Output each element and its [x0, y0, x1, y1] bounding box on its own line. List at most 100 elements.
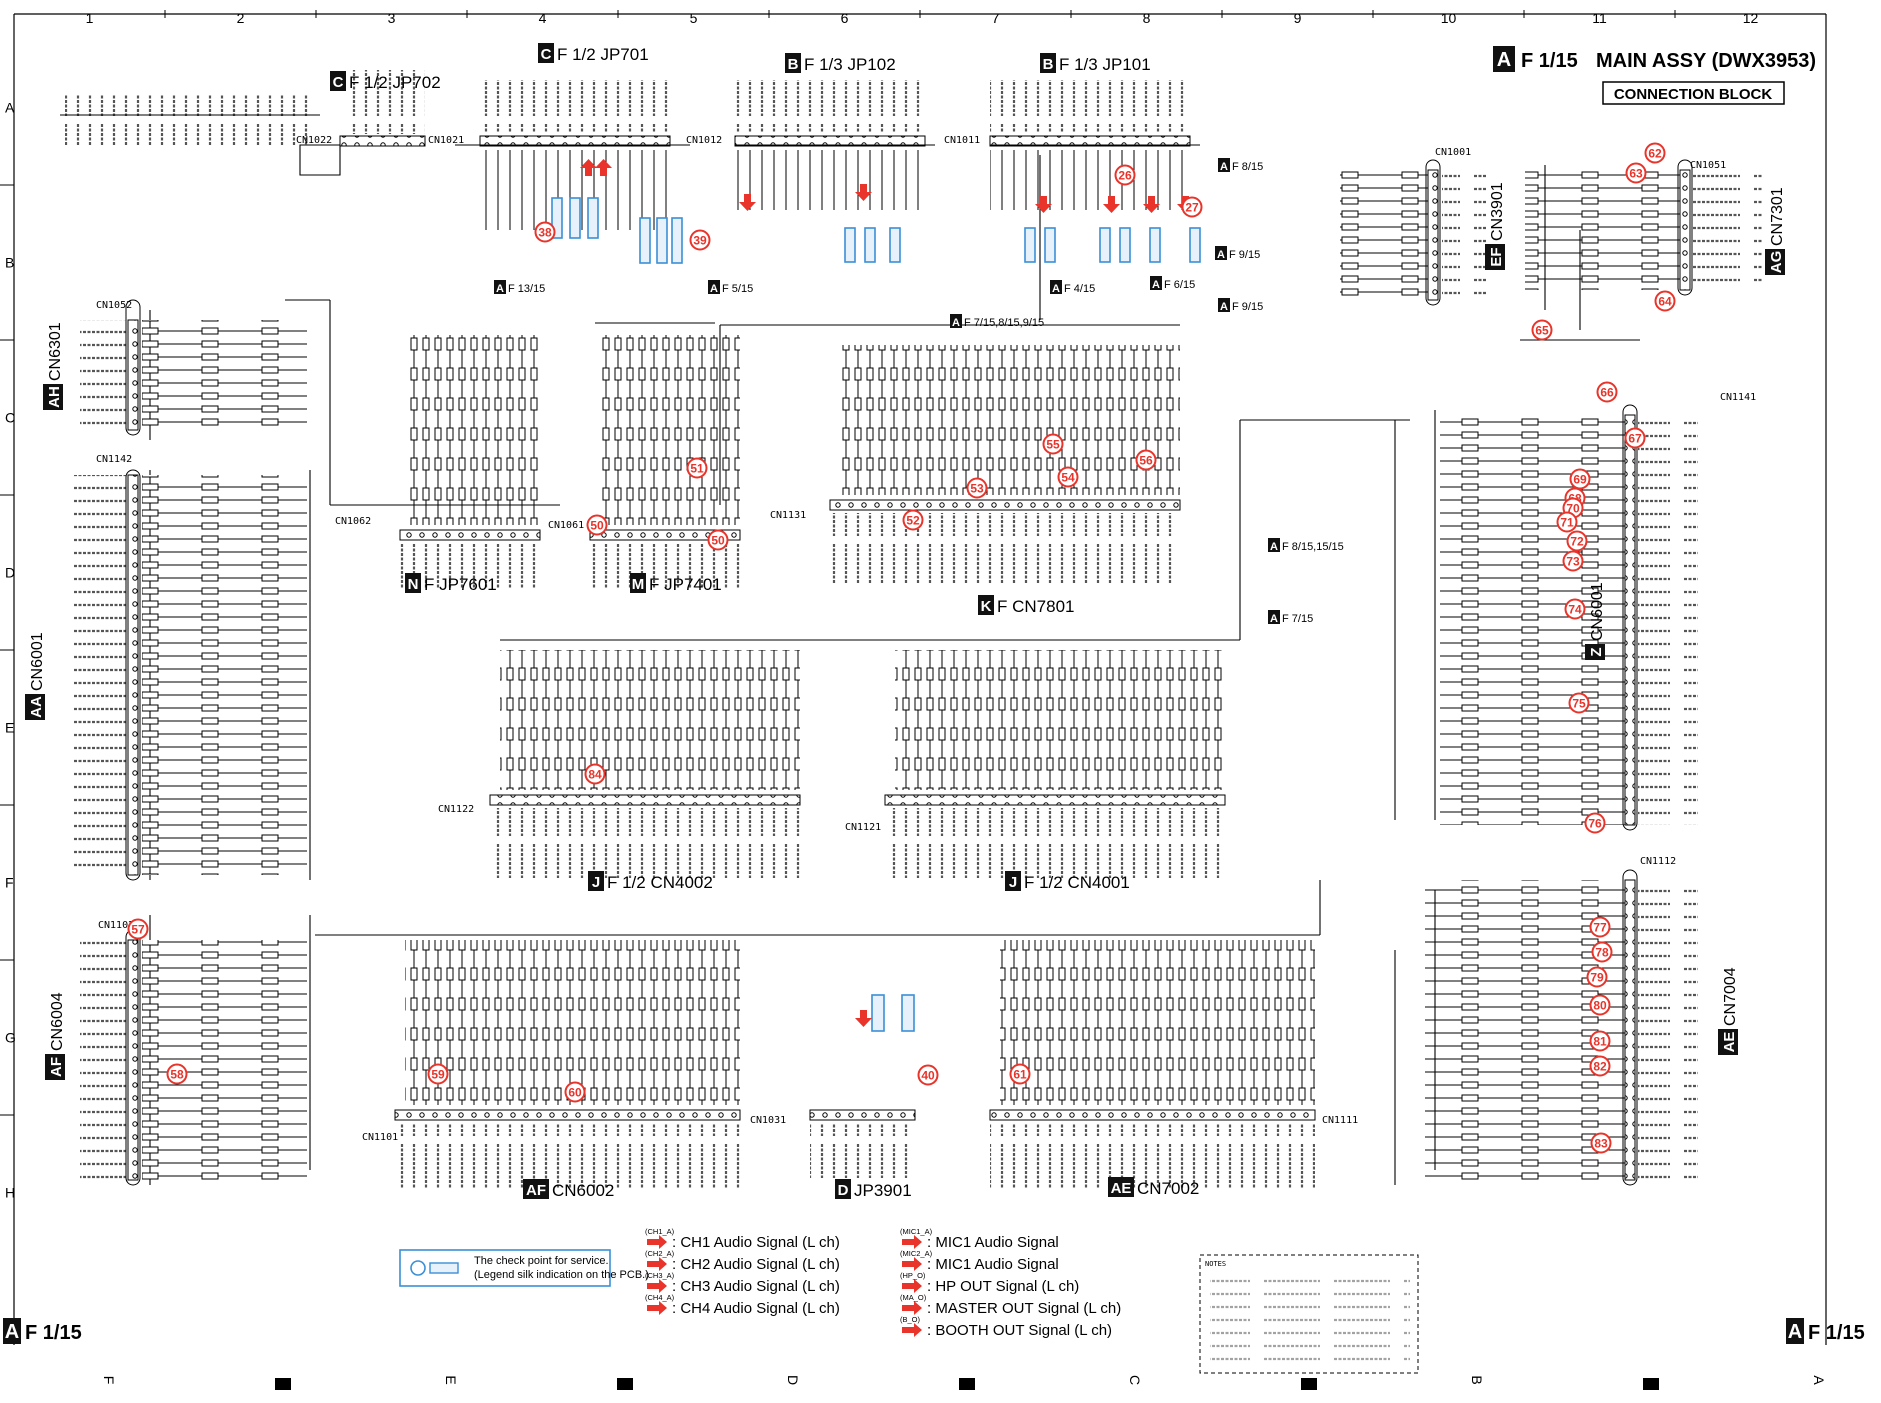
check-point-circle [1654, 290, 1676, 312]
cn-reference: CN1111 [1322, 1115, 1358, 1126]
check-point-circle [1114, 164, 1136, 186]
title-main: MAIN ASSY (DWX3953) [1596, 50, 1816, 72]
legend-signal-text: : MIC1 Audio Signal [927, 1234, 1059, 1251]
bottom-letter: C [1127, 1375, 1143, 1385]
page-ref-text: F 7/15 [1282, 613, 1313, 625]
connector-badge-text: D [838, 1182, 849, 1199]
grid-col-label: 11 [1592, 10, 1607, 26]
side-text: CN6004 [49, 992, 66, 1051]
footer-left-badge: A [5, 1321, 19, 1343]
bottom-letter: A [1811, 1375, 1827, 1385]
connector-label: F 1/3 JP102 [804, 55, 896, 74]
side-labels: AHCN6301AACN6001AFCN6004EFCN3901AGCN7301… [25, 182, 1786, 1080]
connector-badge [785, 53, 801, 73]
check-point-circle [584, 763, 606, 785]
cn-reference: CN1021 [428, 135, 464, 146]
check-point-circle [1562, 550, 1584, 572]
notes-title: NOTES [1205, 1260, 1226, 1268]
check-point-circle [902, 509, 924, 531]
check-point-circle [686, 457, 708, 479]
grid-row-label: H [5, 1185, 15, 1201]
connector-badge [405, 573, 421, 593]
page-ref-badge: A [1217, 249, 1225, 261]
check-point-number: 39 [693, 234, 707, 248]
title-block: A F 1/15 MAIN ASSY (DWX3953) CONNECTION … [1493, 46, 1816, 105]
side-text: CN6001 [1589, 582, 1606, 641]
side-text: CN3901 [1489, 182, 1506, 241]
legend-signal-text: : CH1 Audio Signal (L ch) [672, 1234, 840, 1251]
check-point-circle [1135, 449, 1157, 471]
side-badge: AG [1768, 251, 1785, 274]
page-ref-badge: A [1220, 161, 1228, 173]
grid-col-label: 10 [1441, 10, 1457, 26]
legend-arrow-icon [902, 1301, 922, 1315]
check-point-circle [1009, 1063, 1031, 1085]
check-point-number: 61 [1013, 1068, 1027, 1082]
check-point-number: 55 [1046, 438, 1060, 452]
check-point-number: 50 [711, 534, 725, 548]
check-point-circle [1644, 142, 1666, 164]
connector-badge-text: B [1043, 56, 1054, 73]
registration-mark [1643, 1378, 1659, 1390]
connector-badge [630, 573, 646, 593]
top-left-ground-labels [60, 95, 320, 145]
check-point-circle [1625, 162, 1647, 184]
legend-signal-tag: (B_O) [900, 1315, 921, 1324]
cn-reference: CN1141 [1720, 392, 1756, 403]
connector-label: JP3901 [854, 1181, 912, 1200]
check-point-number: 63 [1629, 167, 1643, 181]
check-point-number: 84 [588, 768, 602, 782]
check-point-number: 77 [1593, 921, 1607, 935]
check-point-number: 65 [1535, 324, 1549, 338]
grid-col-label: 3 [388, 10, 396, 26]
registration-mark [617, 1378, 633, 1390]
connector-label: F 1/2 JP701 [557, 45, 649, 64]
check-point-number: 54 [1061, 471, 1075, 485]
page-ref-badge: A [1270, 541, 1278, 553]
side-badge: AA [28, 696, 45, 718]
check-point-circle [1591, 941, 1613, 963]
title-badge: A [1497, 49, 1511, 71]
legend-check-text-2: (Legend silk indication on the PCB.) [474, 1269, 649, 1281]
legend-signal-tag: (CH4_A) [645, 1293, 675, 1302]
connector-label: CN6002 [552, 1181, 614, 1200]
grid-col-label: 7 [992, 10, 1000, 26]
page-ref-text: F 9/15 [1232, 301, 1263, 313]
legend-arrow-icon [902, 1235, 922, 1249]
check-point-circle [1568, 692, 1590, 714]
grid-col-label: 12 [1743, 10, 1759, 26]
connector-badge-text: N [408, 576, 419, 593]
legend-signal-tag: (MA_O) [900, 1293, 927, 1302]
check-point-circle [1181, 196, 1203, 218]
check-point-circle [1589, 1055, 1611, 1077]
check-point-boxes [551, 197, 1201, 1032]
connector-label: F 1/2 CN4001 [1024, 873, 1130, 892]
check-point-circle [917, 1064, 939, 1086]
page-ref-text: F 7/15,8/15,9/15 [964, 317, 1044, 329]
legend-signal-tag: (HP_O) [900, 1271, 926, 1280]
cn-reference: CN1121 [845, 822, 881, 833]
bottom-letter: D [785, 1375, 801, 1385]
connector-badge-text: M [632, 576, 645, 593]
legend-signal-tag: (CH2_A) [645, 1249, 675, 1258]
grid-col-label: 4 [539, 10, 547, 26]
legend-arrow-icon [902, 1279, 922, 1293]
footer-right-badge: A [1788, 1321, 1802, 1343]
legend-signal-text: : BOOTH OUT Signal (L ch) [927, 1322, 1112, 1339]
side-badge: AH [46, 386, 63, 408]
check-point-circle [1586, 966, 1608, 988]
legend-signal-text: : CH2 Audio Signal (L ch) [672, 1256, 840, 1273]
connector-badge [835, 1179, 851, 1199]
legend-signal-tag: (CH3_A) [645, 1271, 675, 1280]
legend-arrow-icon [647, 1235, 667, 1249]
check-point-circle [966, 477, 988, 499]
title-sub: CONNECTION BLOCK [1614, 86, 1772, 103]
check-point-circle [1584, 812, 1606, 834]
page-ref-text: F 8/15,15/15 [1282, 541, 1344, 553]
connector-badge-text: AE [1111, 1180, 1132, 1197]
